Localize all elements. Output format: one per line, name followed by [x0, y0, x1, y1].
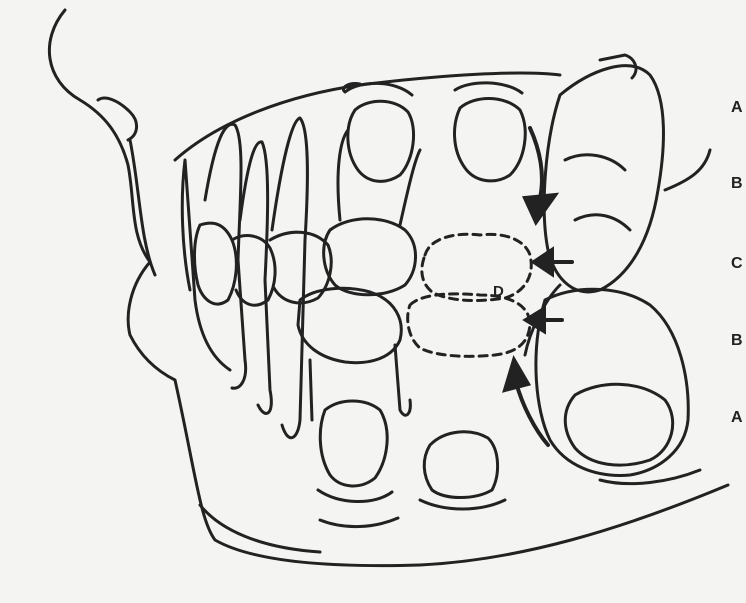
- arrow-a-bottom-head: [505, 360, 528, 390]
- missing-tooth-outline-upper: [422, 234, 531, 300]
- tooth-bud-lower-2-crypt: [420, 500, 505, 509]
- arrow-c-head: [534, 250, 552, 274]
- arrow-a-top-shaft: [530, 128, 542, 198]
- primary-molar-1-root: [338, 130, 420, 225]
- permanent-molar-lower-cusps: [565, 384, 672, 465]
- canine: [272, 118, 307, 438]
- permanent-molar-upper-cusps: [565, 55, 636, 230]
- incisor-crown-1: [194, 223, 236, 304]
- arrow-a-top-head: [525, 195, 555, 222]
- label-a-bottom: A: [731, 410, 743, 426]
- label-b-bottom: B: [731, 333, 743, 349]
- label-b-top: B: [731, 176, 743, 192]
- tooth-bud-lower-1-crypt: [318, 490, 398, 527]
- tooth-bud-lower-2: [424, 432, 497, 498]
- label-d: D: [493, 284, 504, 299]
- label-c: C: [731, 256, 743, 272]
- chin-line: [200, 505, 320, 552]
- tooth-bud-upper-1: [348, 101, 414, 181]
- primary-molar-1: [324, 219, 416, 295]
- permanent-molar-upper-crypt: [665, 150, 710, 190]
- label-a-top: A: [731, 100, 743, 116]
- mandible-outline: [128, 262, 728, 566]
- tooth-bud-upper-2-crypt: [455, 83, 522, 93]
- arrow-a-bottom-shaft: [516, 382, 548, 445]
- upper-jaw-line: [175, 73, 560, 160]
- canine-crown: [270, 232, 331, 303]
- tooth-bud-upper-2: [455, 98, 526, 180]
- missing-tooth-outline-lower: [408, 294, 530, 356]
- permanent-molar-upper: [544, 66, 663, 292]
- tooth-bud-lower-1: [320, 401, 387, 486]
